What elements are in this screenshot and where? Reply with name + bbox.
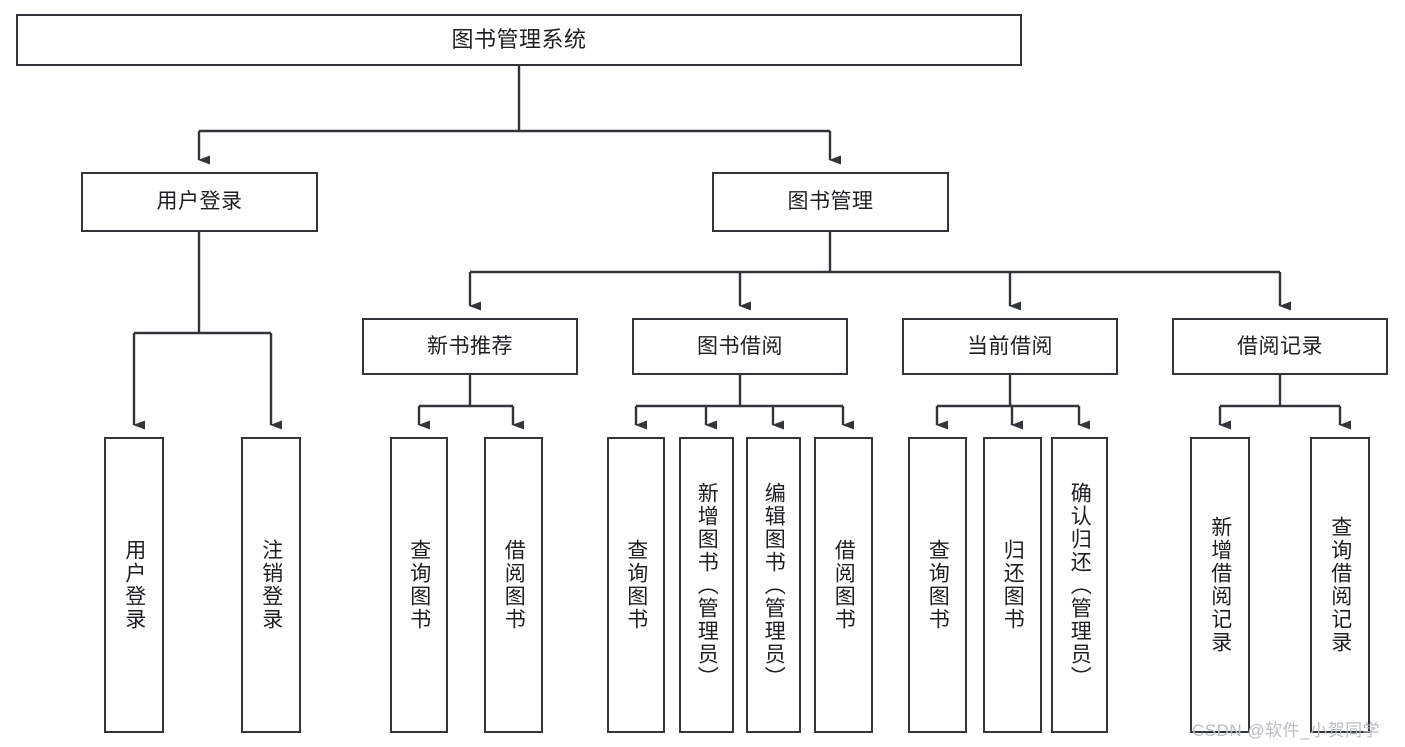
node-leaf-query-book-3[interactable]: 查询图书	[908, 437, 967, 733]
node-label: 借阅图书	[502, 539, 526, 631]
node-leaf-add-record[interactable]: 新增借阅记录	[1190, 437, 1250, 733]
node-root-system[interactable]: 图书管理系统	[16, 14, 1022, 66]
node-label: 注销登录	[259, 539, 283, 631]
node-label: 当前借阅	[967, 334, 1053, 358]
node-user-login[interactable]: 用户登录	[81, 172, 318, 232]
node-leaf-query-book-2[interactable]: 查询图书	[607, 437, 665, 733]
node-leaf-borrow-book-1[interactable]: 借阅图书	[484, 437, 543, 733]
node-label: 借阅记录	[1237, 334, 1323, 358]
node-book-manage[interactable]: 图书管理	[712, 172, 949, 232]
node-label: 查询图书	[624, 539, 648, 631]
node-leaf-edit-book[interactable]: 编辑图书（管理员）	[746, 437, 801, 733]
node-leaf-user-login[interactable]: 用户登录	[104, 437, 164, 733]
node-current-borrow[interactable]: 当前借阅	[902, 318, 1118, 375]
node-leaf-return-book[interactable]: 归还图书	[983, 437, 1042, 733]
node-label: 用户登录	[122, 539, 146, 631]
node-leaf-borrow-book-2[interactable]: 借阅图书	[814, 437, 873, 733]
node-label: 图书管理系统	[451, 26, 587, 52]
node-label: 新增图书（管理员）	[695, 481, 719, 689]
node-label: 确认归还（管理员）	[1068, 481, 1092, 689]
node-leaf-query-record[interactable]: 查询借阅记录	[1310, 437, 1370, 733]
node-borrow-record[interactable]: 借阅记录	[1172, 318, 1388, 375]
node-label: 借阅图书	[832, 539, 856, 631]
node-label: 新书推荐	[427, 334, 513, 358]
node-label: 归还图书	[1001, 539, 1025, 631]
node-leaf-query-book-1[interactable]: 查询图书	[390, 437, 448, 733]
node-label: 查询图书	[926, 539, 950, 631]
node-leaf-add-book[interactable]: 新增图书（管理员）	[679, 437, 734, 733]
node-label: 新增借阅记录	[1208, 516, 1232, 654]
node-leaf-logout[interactable]: 注销登录	[241, 437, 301, 733]
node-book-borrow[interactable]: 图书借阅	[632, 318, 848, 375]
node-label: 图书管理	[787, 190, 874, 214]
node-label: 用户登录	[156, 190, 243, 214]
node-label: 查询借阅记录	[1328, 516, 1352, 654]
node-label: 查询图书	[407, 539, 431, 631]
node-label: 图书借阅	[697, 334, 783, 358]
csdn-watermark: CSDN @软件_小贺同学	[1192, 721, 1381, 740]
node-leaf-confirm-return[interactable]: 确认归还（管理员）	[1051, 437, 1108, 733]
node-label: 编辑图书（管理员）	[762, 481, 786, 689]
node-new-book-recommend[interactable]: 新书推荐	[362, 318, 578, 375]
